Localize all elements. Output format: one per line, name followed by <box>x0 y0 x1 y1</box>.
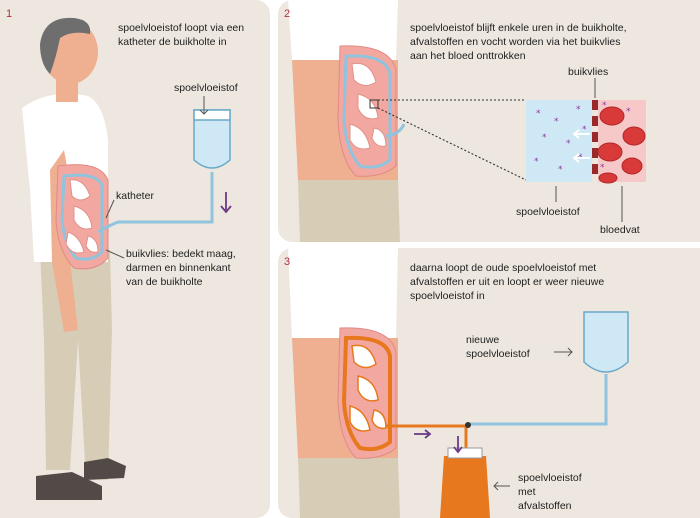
supply-tube <box>468 374 608 426</box>
waste-fluid-in-abdomen <box>341 335 392 452</box>
buikvlies-label-line-1: buikvlies: bedekt maag, <box>126 248 236 260</box>
panel-step-2: *** *** *** *** 2 spoelvloeistof blijft … <box>278 0 700 242</box>
organs <box>349 344 387 432</box>
label-lines <box>105 96 209 259</box>
svg-text:*: * <box>558 165 563 175</box>
waste-container-top <box>447 447 483 459</box>
svg-text:*: * <box>542 133 547 143</box>
fluid-bag-top <box>193 109 231 121</box>
zoom-lines <box>377 99 527 181</box>
trousers <box>40 250 112 480</box>
label-lines <box>555 78 623 222</box>
shoe-front <box>84 458 126 480</box>
organs <box>65 179 99 254</box>
peritoneum-membrane <box>342 54 392 169</box>
trousers <box>298 180 400 242</box>
shirt <box>288 0 398 63</box>
step-1-illustration <box>22 17 232 500</box>
step-1-caption-line-1: spoelvloeistof loopt via een <box>118 22 245 34</box>
svg-text:*: * <box>536 109 541 119</box>
step-3-illustration <box>288 248 629 518</box>
shirt <box>288 248 398 341</box>
catheter-end <box>385 123 406 138</box>
trousers <box>298 458 400 518</box>
step-2-caption-line-1: spoelvloeistof blijft enkele uren in de … <box>410 22 627 34</box>
new-fluid-bag <box>583 311 629 373</box>
y-connector <box>465 422 471 428</box>
svg-text:*: * <box>602 101 607 111</box>
step-number: 1 <box>6 8 13 20</box>
bag-label: spoelvloeistof <box>174 82 238 94</box>
svg-text:*: * <box>554 117 559 127</box>
red-blood-cells <box>597 106 646 184</box>
step-number: 2 <box>284 8 291 20</box>
spoel-region <box>526 100 592 182</box>
svg-text:*: * <box>534 157 539 167</box>
membrane-dashes <box>592 100 598 174</box>
flow-arrows <box>414 429 463 454</box>
fluid-bag <box>193 109 231 169</box>
organs <box>349 62 387 150</box>
catheter-label: katheter <box>116 190 154 202</box>
svg-text:*: * <box>626 107 631 117</box>
step-3-caption-line-3: spoelvloeistof in <box>410 290 485 302</box>
panel-step-3: 3 daarna loopt de oude spoelvloeistof me… <box>278 248 700 518</box>
new-fluid-label-line-1: nieuwe <box>466 334 500 346</box>
waste-label-line-2: met <box>518 486 536 498</box>
buikvlies-label: buikvlies <box>568 66 609 78</box>
bloedvat-label: bloedvat <box>600 224 640 236</box>
buikvlies-label-line-2: darmen en binnenkant <box>126 262 231 274</box>
flow-arrow-down <box>220 192 232 214</box>
catheter-tube <box>97 172 214 234</box>
step-3-caption-line-2: afvalstoffen er uit en loopt er weer nie… <box>410 276 605 288</box>
step-3-caption-line-1: daarna loopt de oude spoelvloeistof met <box>410 262 597 274</box>
zoom-source-box <box>369 99 379 109</box>
step-number: 3 <box>284 256 291 268</box>
step-2-caption-line-2: afvalstoffen en vocht worden via het bui… <box>410 36 621 48</box>
hair <box>40 17 91 74</box>
peritoneum-membrane <box>60 173 104 261</box>
waste-label-line-1: spoelvloeistof <box>518 472 582 484</box>
spoel-label: spoelvloeistof <box>516 206 580 218</box>
svg-text:*: * <box>582 125 587 135</box>
shoe-back <box>36 472 102 500</box>
panel-step-1: 1 spoelvloeistof loopt via een katheter … <box>0 0 270 518</box>
svg-text:*: * <box>600 163 605 173</box>
new-fluid-label-line-2: spoelvloeistof <box>466 348 530 360</box>
step-2-illustration: *** *** *** *** <box>288 0 646 242</box>
waste-container <box>440 456 490 518</box>
step-1-caption-line-2: katheter de buikholte in <box>118 36 227 48</box>
label-lines <box>493 347 573 491</box>
waste-label-line-3: afvalstoffen <box>518 500 572 512</box>
transfer-arrows <box>572 129 590 163</box>
buikvlies-label-line-3: van de buikholte <box>126 276 203 288</box>
step-2-caption-line-3: aan het bloed onttrokken <box>410 50 526 62</box>
svg-text:*: * <box>576 105 581 115</box>
svg-text:*: * <box>566 139 571 149</box>
